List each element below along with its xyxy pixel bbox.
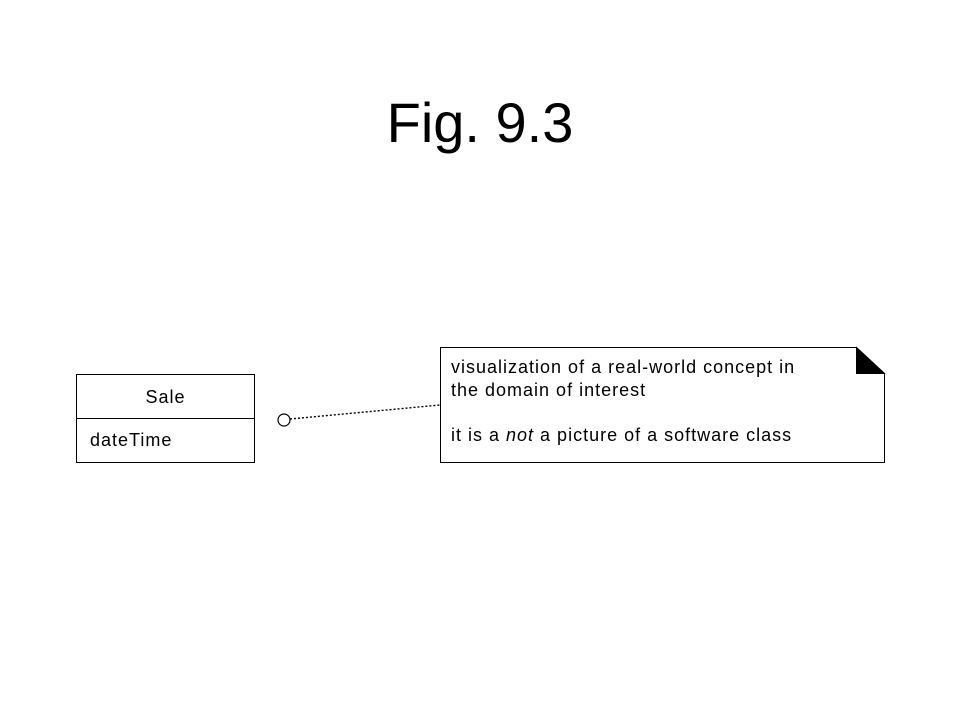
note-line-3: it is a not a picture of a software clas… xyxy=(451,424,861,447)
connector-anchor-circle xyxy=(277,413,291,427)
note-text: visualization of a real-world concept in… xyxy=(451,356,861,447)
sale-class-box: Sale dateTime xyxy=(76,374,255,463)
note-line-3-end: a picture of a software class xyxy=(534,425,793,445)
note-line-2: the domain of interest xyxy=(451,380,647,400)
class-name: Sale xyxy=(77,375,254,419)
note-line-1: visualization of a real-world concept in xyxy=(451,357,796,377)
slide-title: Fig. 9.3 xyxy=(386,91,574,154)
connector-dashed-line xyxy=(289,404,441,420)
note-line-3-start: it is a xyxy=(451,425,507,445)
note-emphasis: not xyxy=(506,425,535,445)
note-spacer xyxy=(451,402,861,424)
class-attribute: dateTime xyxy=(90,430,173,450)
